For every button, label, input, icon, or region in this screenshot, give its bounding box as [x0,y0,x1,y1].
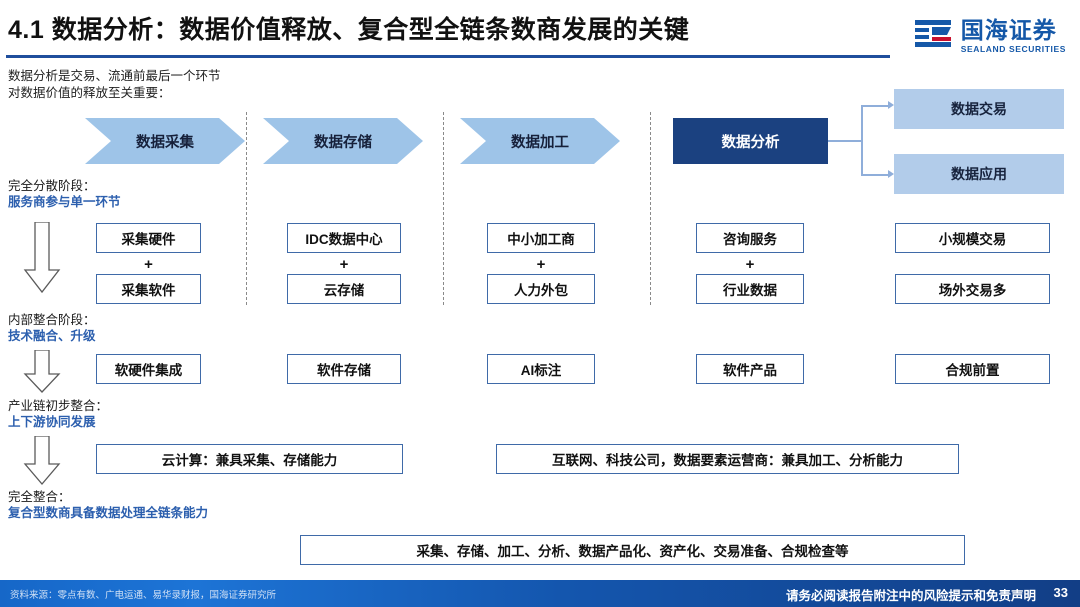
stage-2-title: 内部整合阶段： [8,313,96,327]
connector-trunk [828,140,862,142]
divider-col-3 [650,112,651,305]
box-hw-sw-integration[interactable]: 软硬件集成 [96,354,201,384]
box-otc-trading[interactable]: 场外交易多 [895,274,1050,304]
flow-step-analysis[interactable]: 数据分析 [673,118,828,164]
stage-4-subtitle: 复合型数商具备数据处理全链条能力 [8,506,209,520]
stage-label-chain: 产业链初步整合： 上下游协同发展 [8,398,108,430]
box-full-chain-capability[interactable]: 采集、存储、加工、分析、数据产品化、资产化、交易准备、合规检查等 [300,535,965,565]
stage-label-full: 完全整合： 复合型数商具备数据处理全链条能力 [8,489,208,521]
box-cloud-storage[interactable]: 云存储 [287,274,401,304]
stage-4-title: 完全整合： [8,490,71,504]
plus-col-1: + [144,256,153,273]
output-data-trading[interactable]: 数据交易 [894,89,1064,129]
stage-2-subtitle: 技术融合、升级 [8,329,96,343]
brand-name-en: SEALAND SECURITIES [960,43,1066,54]
stage-2-down-arrow [22,349,62,399]
stage-3-title: 产业链初步整合： [8,399,109,413]
intro-line-1: 数据分析是交易、流通前最后一个环节 [8,69,221,83]
box-ai-labeling[interactable]: AI标注 [487,354,595,384]
footer-disclaimer: 请务必阅读报告附注中的风险提示和免责声明 [785,589,1036,603]
flow-step-process[interactable]: 数据加工 [460,118,620,164]
box-internet-tech-capability[interactable]: 互联网、科技公司，数据要素运营商：兼具加工、分析能力 [496,444,959,474]
footer-source: 资料来源：零点有数、广电运通、易华录财报，国海证券研究所 [10,590,277,601]
stage-1-title: 完全分散阶段： [8,179,96,193]
brand-logo: 国海证券 SEALAND SECURITIES [913,14,1066,58]
box-labor-outsourcing[interactable]: 人力外包 [487,274,595,304]
footer-bar: 资料来源：零点有数、广电运通、易华录财报，国海证券研究所 请务必阅读报告附注中的… [0,580,1080,607]
connector-lower-arrowhead [888,170,894,178]
page-title: 4.1 数据分析：数据价值释放、复合型全链条数商发展的关键 [8,16,690,44]
intro-text: 数据分析是交易、流通前最后一个环节 对数据价值的释放至关重要： [8,68,221,102]
stage-label-internal: 内部整合阶段： 技术融合、升级 [8,312,96,344]
stage-label-scattered: 完全分散阶段： 服务商参与单一环节 [8,178,121,210]
box-sme-processor[interactable]: 中小加工商 [487,223,595,253]
output-data-application[interactable]: 数据应用 [894,154,1064,194]
plus-col-2: + [339,256,349,273]
divider-col-2 [443,112,444,305]
connector-lower [861,174,889,176]
brand-text: 国海证券 SEALAND SECURITIES [960,16,1066,54]
stage-3-down-arrow [22,435,62,491]
page-number: 33 [1053,585,1068,600]
stage-1-subtitle: 服务商参与单一环节 [8,195,121,209]
connector-upper-arrowhead [888,101,894,109]
box-cloud-computing-capability[interactable]: 云计算：兼具采集、存储能力 [96,444,403,474]
box-software-storage[interactable]: 软件存储 [287,354,401,384]
flow-step-collect[interactable]: 数据采集 [85,118,245,164]
box-industry-data[interactable]: 行业数据 [696,274,804,304]
flow-step-store[interactable]: 数据存储 [263,118,423,164]
box-compliance-front[interactable]: 合规前置 [895,354,1050,384]
stage-1-down-arrow [22,221,62,299]
box-collect-software[interactable]: 采集软件 [96,274,201,304]
title-underline [6,55,890,58]
brand-name-cn: 国海证券 [960,16,1057,43]
box-idc-datacenter[interactable]: IDC数据中心 [287,223,401,253]
box-consulting-service[interactable]: 咨询服务 [696,223,804,253]
intro-line-2: 对数据价值的释放至关重要： [8,86,171,100]
sealand-logo-icon [913,17,953,55]
divider-col-1 [246,112,247,305]
box-software-product[interactable]: 软件产品 [696,354,804,384]
connector-spine [861,105,863,175]
stage-3-subtitle: 上下游协同发展 [8,415,96,429]
plus-col-4: + [745,256,755,273]
plus-col-3: + [536,256,546,273]
connector-upper [861,105,889,107]
box-small-scale-trading[interactable]: 小规模交易 [895,223,1050,253]
box-collect-hardware[interactable]: 采集硬件 [96,223,201,253]
